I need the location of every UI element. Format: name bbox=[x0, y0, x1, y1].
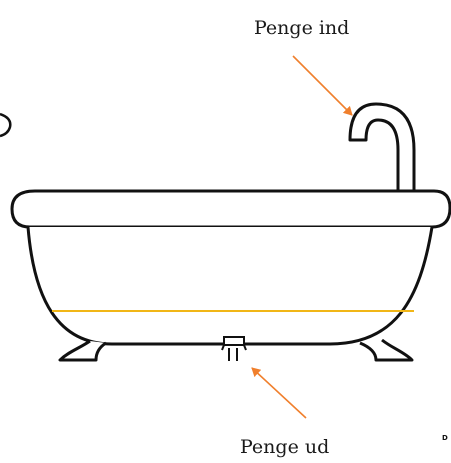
label-money-in: Penge ind bbox=[254, 17, 349, 39]
bathtub-foot-right bbox=[360, 340, 412, 360]
bathtub-foot-left bbox=[60, 341, 106, 360]
arrow-money-out bbox=[252, 368, 306, 418]
label-money-out: Penge ud bbox=[240, 436, 329, 458]
bathtub-body bbox=[28, 227, 432, 344]
partial-glyph-left bbox=[0, 114, 10, 136]
arrow-money-in bbox=[293, 56, 352, 115]
corner-mark: D bbox=[442, 434, 448, 442]
drain bbox=[222, 337, 246, 361]
faucet bbox=[350, 104, 414, 192]
bathtub-rim bbox=[12, 191, 450, 227]
